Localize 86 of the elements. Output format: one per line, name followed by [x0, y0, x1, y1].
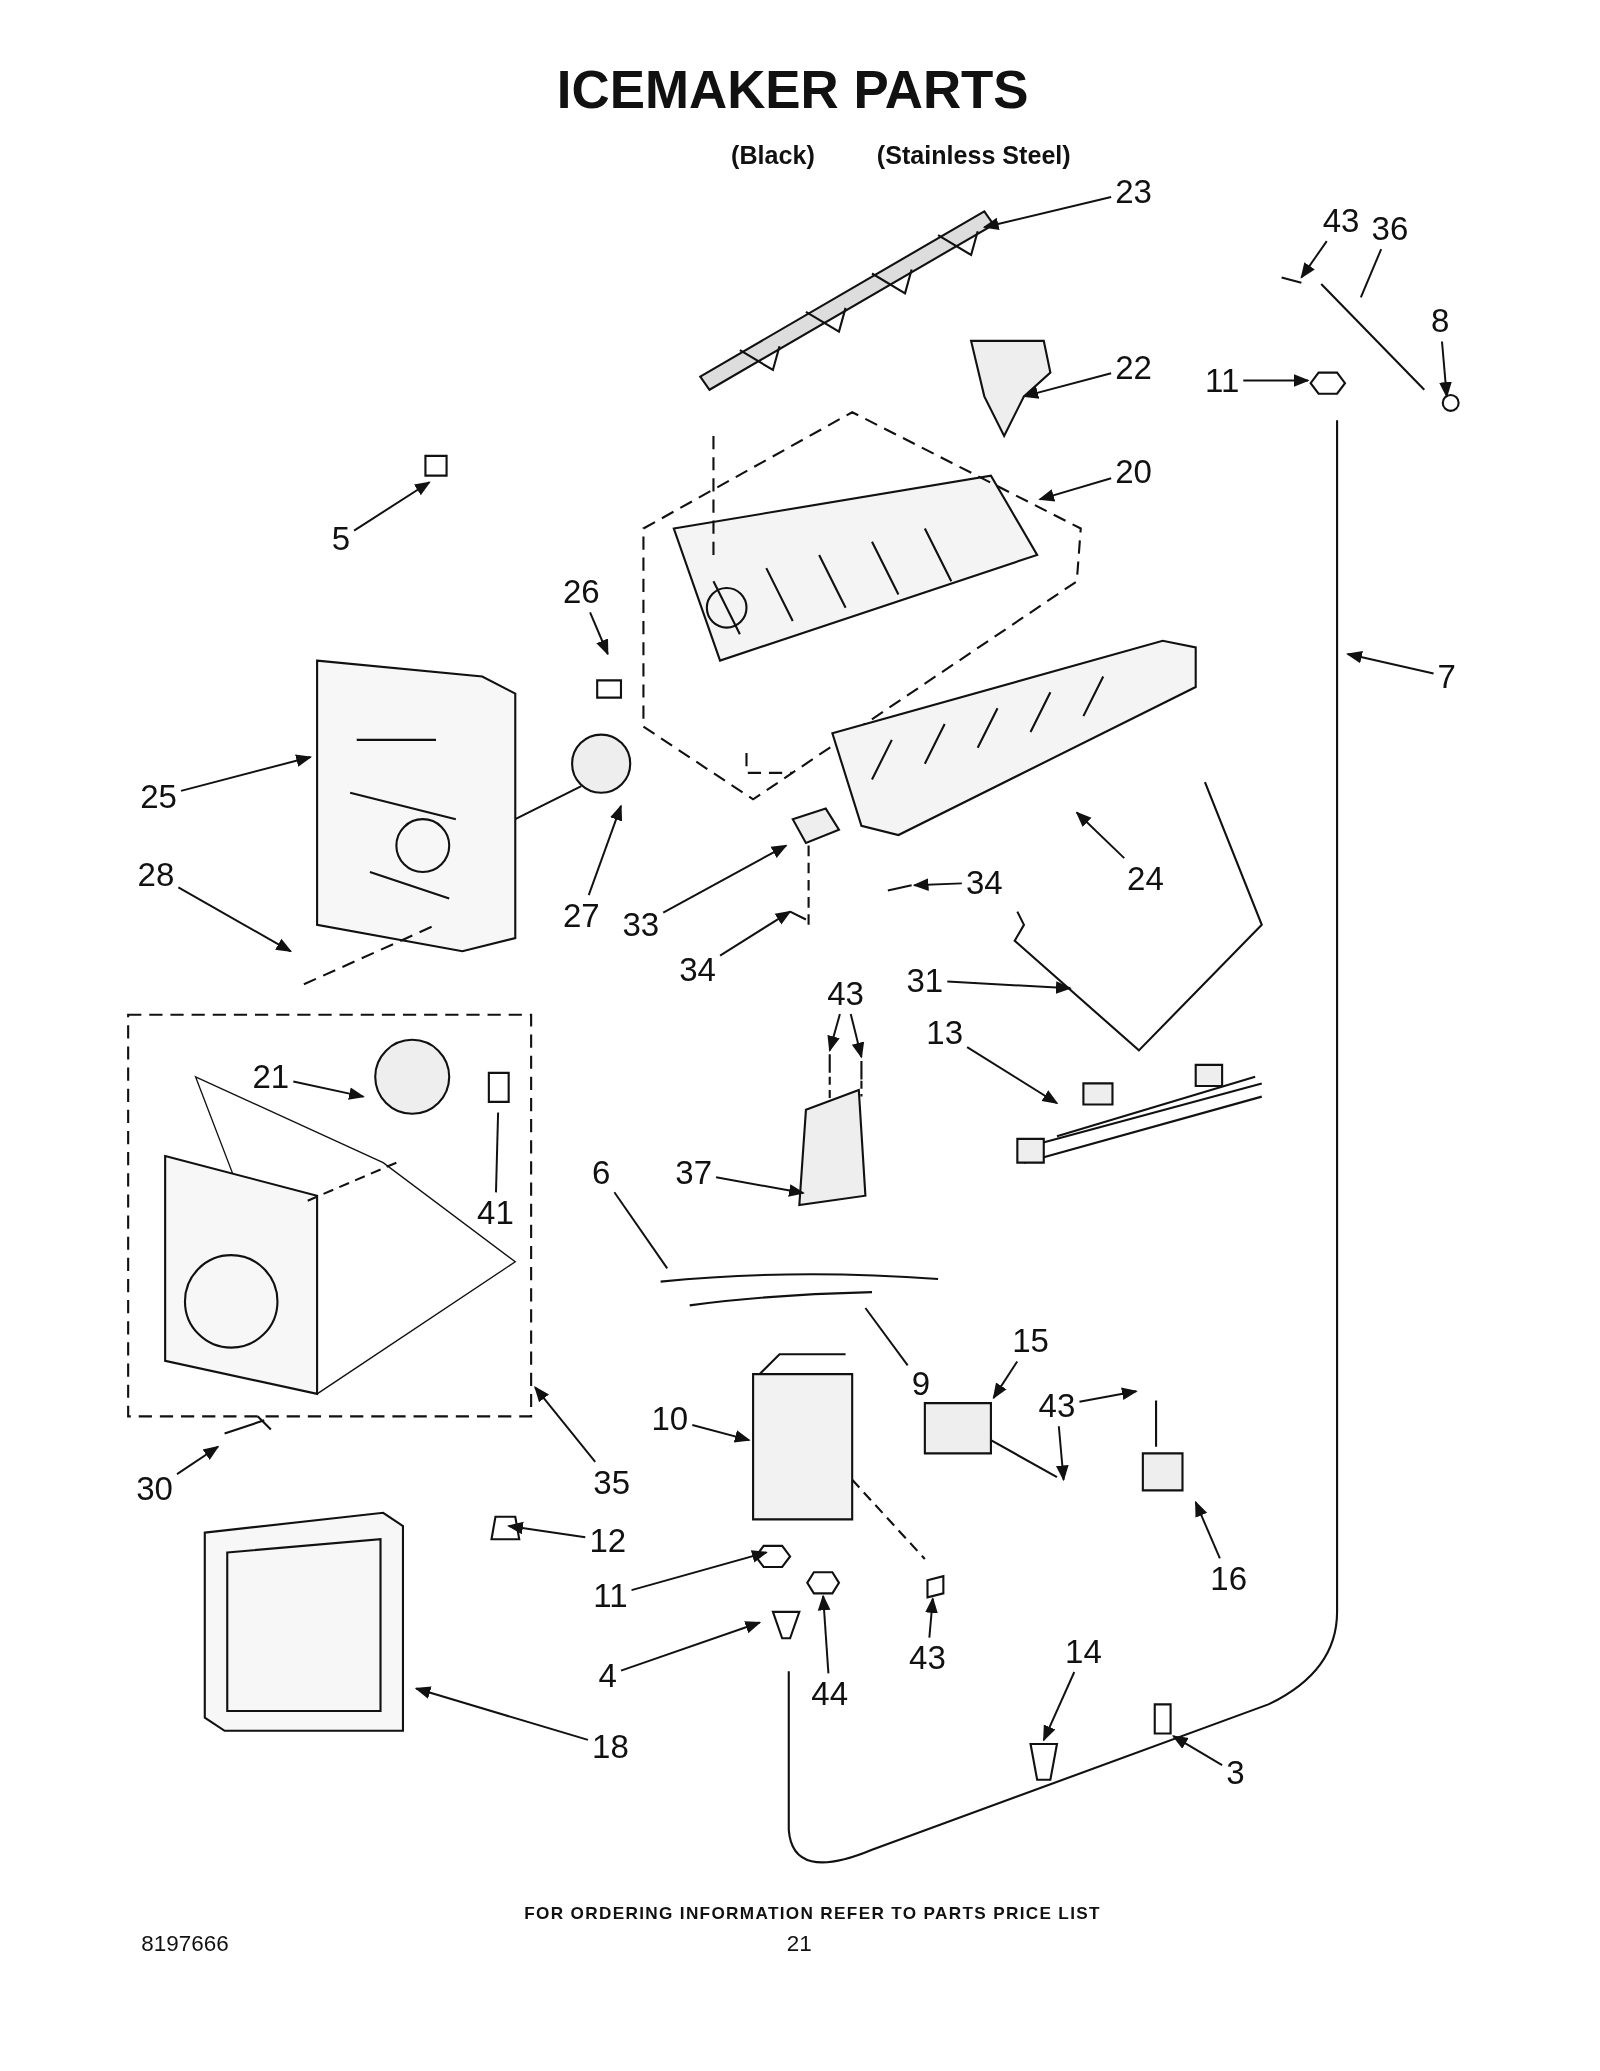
leader-line: [507, 1521, 587, 1539]
leader-line: [630, 1550, 768, 1592]
callout-number: 30: [136, 1469, 173, 1509]
leader-line: [982, 196, 1113, 231]
leader-line: [1439, 340, 1452, 398]
callout-number: 22: [1115, 348, 1152, 387]
callout-number: 4: [598, 1656, 617, 1695]
callout-number: 18: [592, 1727, 629, 1766]
callout-number: 23: [1115, 172, 1152, 211]
leader-line: [1038, 477, 1113, 502]
leader-line: [849, 1013, 865, 1059]
document-number: 8197666: [141, 1931, 229, 1959]
leader-line: [587, 804, 623, 897]
leader-line: [946, 980, 1072, 994]
callout-number: 34: [965, 863, 1003, 902]
leader-line: [1078, 1387, 1138, 1403]
leader-line: [966, 1046, 1059, 1105]
leader-line: [912, 878, 963, 891]
leader-line: [992, 1360, 1019, 1400]
leader-line: [691, 1423, 751, 1443]
callout-number: 33: [622, 905, 660, 944]
callout-number: 24: [1127, 859, 1164, 898]
callout-number: 43: [909, 1638, 946, 1678]
callout-number: 9: [911, 1364, 931, 1403]
callout-number: 20: [1115, 452, 1152, 491]
leader-line: [864, 1307, 909, 1367]
footer-note: FOR ORDERING INFORMATION REFER TO PARTS PRICE LIST: [524, 1903, 1101, 1924]
callout-number: 14: [1065, 1632, 1102, 1671]
callout-number: 12: [589, 1521, 627, 1560]
callout-number: 43: [1322, 201, 1360, 240]
leader-line: [662, 844, 788, 914]
callout-number: 43: [827, 974, 864, 1013]
callout-number: 11: [1205, 361, 1240, 400]
leader-line: [534, 1386, 597, 1463]
callout-number: 3: [1226, 1753, 1245, 1793]
callout-number: 13: [926, 1014, 964, 1053]
callout-number: 34: [679, 950, 716, 989]
callout-number: 8: [1430, 301, 1450, 341]
callout-number: 27: [562, 896, 600, 935]
callout-number: 25: [140, 777, 177, 816]
page-title: ICEMAKER PARTS: [556, 60, 1029, 120]
leader-line: [715, 1176, 805, 1197]
leader-line: [1171, 1735, 1224, 1767]
leader-line: [177, 886, 293, 953]
leader-line: [353, 481, 431, 532]
callout-number: 44: [811, 1674, 849, 1713]
leader-line: [1042, 1671, 1076, 1742]
leader-line: [1022, 372, 1113, 399]
callout-number: 28: [137, 855, 175, 894]
leader-line: [1075, 811, 1126, 860]
callout-number: 6: [591, 1154, 611, 1193]
callout-number: 10: [651, 1399, 689, 1439]
leader-line: [176, 1445, 220, 1476]
page-number: 21: [786, 1931, 812, 1959]
callout-number: 41: [477, 1193, 514, 1233]
leader-line: [925, 1597, 938, 1639]
leader-line: [817, 1594, 831, 1675]
leader-line: [1056, 1425, 1069, 1482]
leader-line: [613, 1191, 669, 1270]
callout-number: 21: [252, 1057, 290, 1096]
leader-line: [1346, 650, 1435, 675]
model-finish-label: (Stainless Steel): [876, 141, 1071, 171]
callout-number: 43: [1038, 1386, 1076, 1425]
callout-number: 16: [1210, 1559, 1248, 1598]
callout-number: 37: [675, 1154, 712, 1193]
callout-number: 15: [1012, 1321, 1049, 1361]
callout-number: 36: [1371, 209, 1409, 248]
leader-line: [495, 1111, 500, 1194]
callout-number: 31: [906, 961, 944, 1000]
leader-line: [719, 910, 792, 957]
callout-number: 5: [331, 519, 351, 559]
leader-line: [620, 1621, 762, 1672]
model-finish-label: (Black): [731, 141, 815, 171]
callout-number: 26: [562, 572, 600, 612]
leader-line: [827, 1013, 841, 1052]
leader-line: [1359, 248, 1383, 299]
leader-line: [1242, 374, 1310, 387]
callout-number: 11: [593, 1576, 628, 1616]
callout-number: 7: [1437, 657, 1456, 696]
leader-line: [589, 611, 609, 656]
leader-line: [180, 754, 312, 792]
leader-line: [1194, 1500, 1221, 1560]
leader-line: [292, 1080, 365, 1100]
leader-line: [1300, 240, 1328, 279]
leader-line: [414, 1686, 589, 1741]
callout-number: 35: [593, 1463, 631, 1502]
